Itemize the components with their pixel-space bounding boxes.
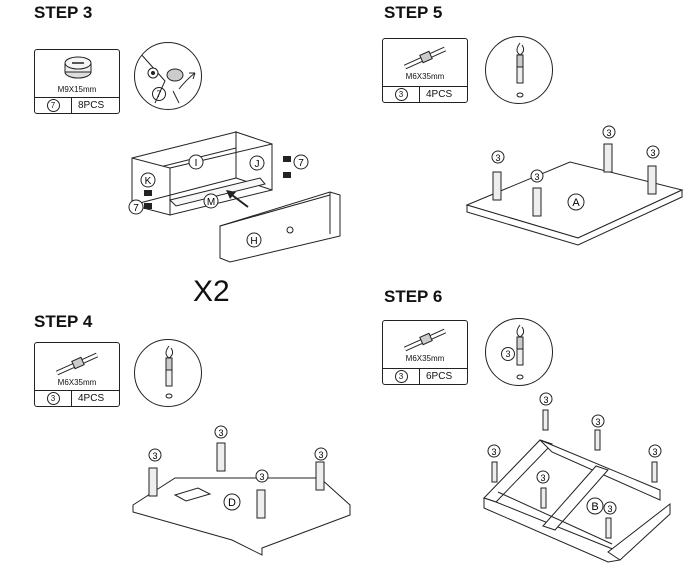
step6-pin5-label: 3 <box>540 473 545 483</box>
step5-pin4-label: 3 <box>650 148 655 158</box>
dowel-pin-icon <box>403 328 447 352</box>
step5-pin3-label: 3 <box>606 128 611 138</box>
panel-i-label: I <box>195 158 198 169</box>
step4-part-qty: 4PCS <box>78 393 105 404</box>
cam-lock-icon <box>64 56 92 79</box>
step6-part-number: 3 <box>394 370 408 383</box>
panel-b-label: B <box>591 501 598 513</box>
step4-pin3-label: 3 <box>259 472 264 482</box>
step4-part-spec: M6X35mm <box>57 378 97 387</box>
step4-detail-circle <box>134 339 202 407</box>
step4-pin1-label: 3 <box>152 451 157 461</box>
panel-j-label: J <box>255 159 260 170</box>
screw-label-b: 7 <box>133 203 139 214</box>
step6-title: STEP 6 <box>384 287 443 306</box>
screw-label-a: 7 <box>298 158 304 169</box>
step6-pin3-label: 3 <box>595 417 600 427</box>
step3-part-spec: M9X15mm <box>57 85 97 94</box>
step5-pin2-label: 3 <box>534 172 539 182</box>
step4-title: STEP 4 <box>34 312 93 331</box>
step5-part-box: M6X35mm 3 4PCS <box>382 38 468 103</box>
dowel-pin-icon <box>492 143 657 217</box>
step3-multiplier: X2 <box>193 275 230 308</box>
step5-detail-circle <box>485 36 553 104</box>
step4-pin4-label: 3 <box>318 450 323 460</box>
step5-part-number: 3 <box>394 88 408 101</box>
step5-part-qty: 4PCS <box>426 89 453 100</box>
step4-pin2-label: 3 <box>218 428 223 438</box>
panel-m-label: M <box>207 197 215 208</box>
step4-part-number: 3 <box>46 392 60 405</box>
step6-pin4-label: 3 <box>652 447 657 457</box>
step4-part-box: M6X35mm 3 4PCS <box>34 342 120 407</box>
panel-d-label: D <box>228 497 236 509</box>
step6-pin1-label: 3 <box>491 447 496 457</box>
step6-part-spec: M6X35mm <box>405 354 445 363</box>
step3-title: STEP 3 <box>34 3 93 22</box>
step6-pin6-label: 3 <box>607 504 612 514</box>
dowel-pin-icon <box>55 352 99 376</box>
step5-title: STEP 5 <box>384 3 443 22</box>
panel-a-label: A <box>572 197 580 209</box>
step6-detail-circle: 3 <box>485 318 553 386</box>
step3-part-qty: 8PCS <box>78 100 105 111</box>
pin-insert-detail-icon <box>516 42 525 98</box>
step6-part-box: M6X35mm 3 6PCS <box>382 320 468 385</box>
panel-k-label: K <box>145 176 152 187</box>
screw-icon <box>144 156 291 209</box>
dowel-pin-icon <box>491 409 658 539</box>
step5-pin1-label: 3 <box>495 153 500 163</box>
step3-detail-label: 7 <box>152 87 166 101</box>
dowel-pin-icon <box>148 442 325 519</box>
step3-detail-circle: 7 <box>134 42 202 110</box>
pin-insert-detail-icon <box>165 345 174 399</box>
step3-part-box: M9X15mm 7 8PCS <box>34 49 120 114</box>
dowel-pin-icon <box>403 46 447 70</box>
pin-insert-detail-icon <box>516 324 525 380</box>
step3-part-number: 7 <box>46 99 60 112</box>
step6-detail-label: 3 <box>501 347 515 361</box>
step6-pin2-label: 3 <box>543 395 548 405</box>
step6-part-qty: 6PCS <box>426 371 453 382</box>
panel-h-label: H <box>250 236 257 247</box>
step5-part-spec: M6X35mm <box>405 72 445 81</box>
